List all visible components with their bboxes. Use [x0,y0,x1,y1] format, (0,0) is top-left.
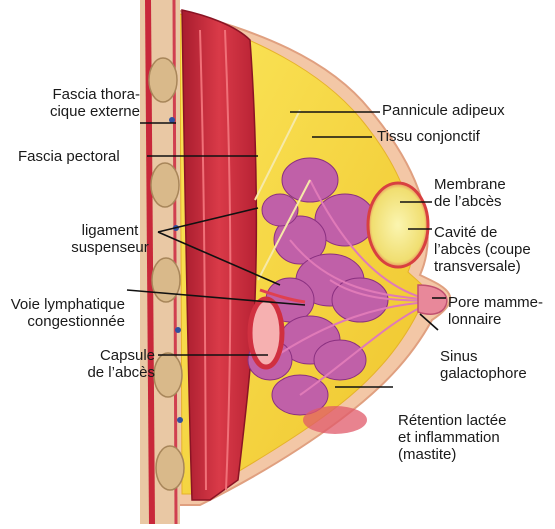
mastitis-area [303,406,367,434]
label-sinus-galactophore: Sinus galactophore [440,348,527,382]
label-pore-mammelonnaire: Pore mamme- lonnaire [448,294,543,328]
label-voie-lymphatique: Voie lymphatique congestionnée [2,296,125,330]
label-retention-lactee: Rétention lactée et inflammation (mastit… [398,412,506,463]
label-cavite-abces: Cavité de l’abcès (coupe transversale) [434,224,531,275]
label-pannicule-adipeux: Pannicule adipeux [382,102,505,119]
abscess-cavity [368,183,428,267]
abscess-capsule [250,299,282,367]
label-membrane-abces: Membrane de l’abcès [434,176,506,210]
label-tissu-conjonctif: Tissu conjonctif [377,128,480,145]
label-ligament-suspenseur: ligament suspenseur [60,222,160,256]
label-fascia-thoracique: Fascia thora- cique externe [28,86,140,120]
label-fascia-pectoral: Fascia pectoral [18,148,120,165]
label-capsule-abces: Capsule de l’abcès [60,347,155,381]
rib-column [140,0,184,524]
